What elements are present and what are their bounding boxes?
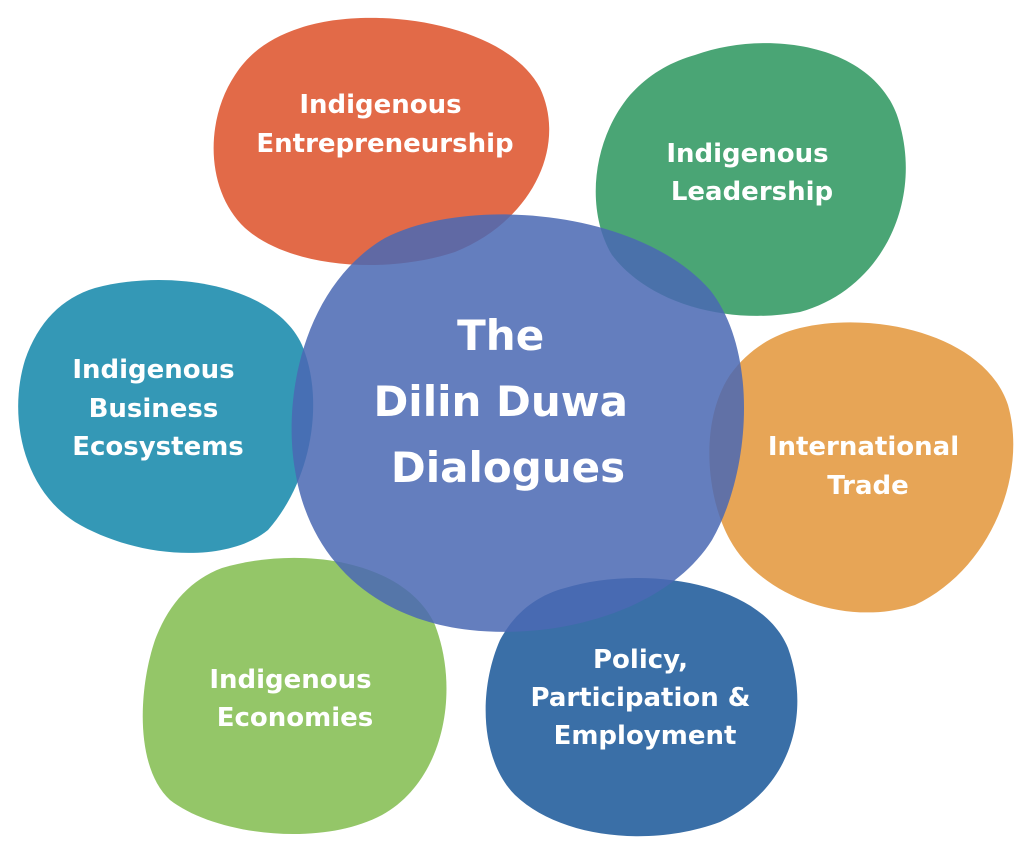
- topic-blob-shape: [213, 17, 550, 266]
- topic-blob-leadership: Indigenous Leadership: [595, 43, 906, 316]
- topic-label-policy: Policy, Participation & Employment: [530, 645, 759, 751]
- topic-blob-shape: [142, 557, 447, 835]
- topic-blob-economies: Indigenous Economies: [142, 557, 447, 835]
- topic-blob-entrepreneurship: Indigenous Entrepreneurship: [213, 17, 550, 266]
- topic-blob-international-trade: International Trade: [709, 322, 1014, 613]
- topic-label-entrepreneurship: Indigenous Entrepreneurship: [256, 90, 513, 159]
- center-blob-shape: [291, 214, 745, 632]
- topic-blob-shape: [595, 43, 906, 316]
- topic-label-leadership: Indigenous Leadership: [666, 139, 837, 207]
- topic-label-business-ecosystems: Indigenous Business Ecosystems: [72, 355, 244, 462]
- topic-blob-policy: Policy, Participation & Employment: [485, 577, 798, 837]
- topic-blob-shape: [709, 322, 1014, 613]
- topic-label-economies: Indigenous Economies: [209, 665, 380, 733]
- center-blob: The Dilin Duwa Dialogues: [291, 214, 745, 632]
- topic-label-international-trade: International Trade: [768, 432, 968, 501]
- topic-blob-shape: [18, 280, 314, 553]
- topic-blob-shape: [485, 577, 798, 837]
- topic-blob-business-ecosystems: Indigenous Business Ecosystems: [18, 280, 314, 553]
- center-title: The Dilin Duwa Dialogues: [373, 311, 642, 492]
